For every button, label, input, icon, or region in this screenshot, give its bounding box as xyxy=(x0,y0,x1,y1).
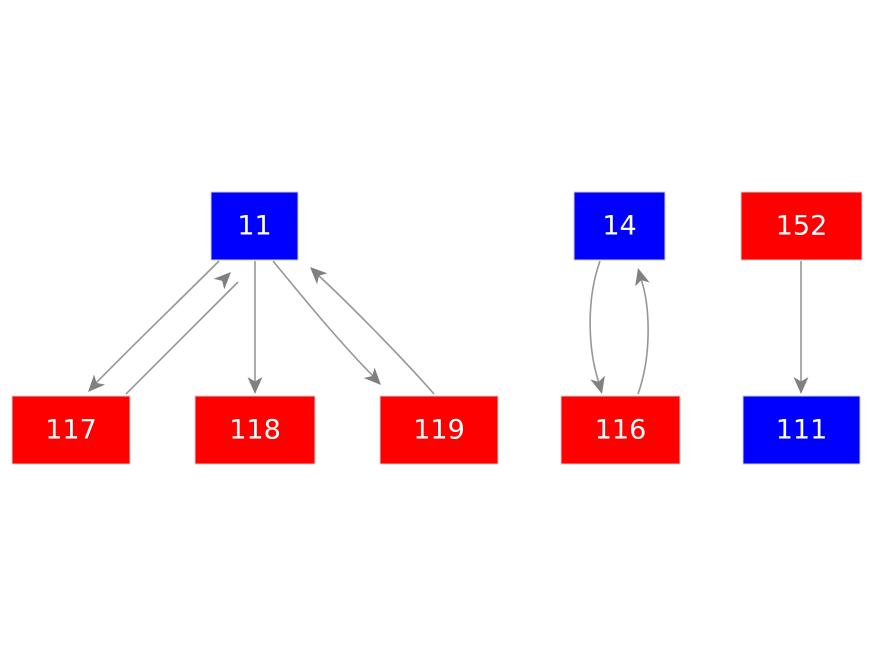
arrowhead-icon xyxy=(213,272,231,290)
node-box[interactable] xyxy=(573,191,666,261)
arrowhead-icon xyxy=(88,374,106,392)
edge-152-to-111 xyxy=(793,261,809,394)
arrowhead-icon xyxy=(247,377,263,394)
arrowhead-icon xyxy=(793,377,809,394)
edge-line xyxy=(589,260,601,384)
edge-line xyxy=(125,281,239,395)
edge-11-to-118 xyxy=(247,261,263,394)
edge-14-to-116 xyxy=(589,260,605,394)
node-box[interactable] xyxy=(11,395,131,465)
node-box[interactable] xyxy=(560,395,681,465)
edge-119-to-11 xyxy=(310,267,435,395)
edge-line xyxy=(93,260,220,386)
node-layer: 11 117 118 119 14 116 152 111 xyxy=(11,191,863,465)
node-152[interactable]: 152 xyxy=(740,191,863,261)
node-116[interactable]: 116 xyxy=(560,395,681,465)
edge-116-to-14 xyxy=(635,268,650,395)
arrowhead-icon xyxy=(635,268,650,287)
node-box[interactable] xyxy=(210,191,299,261)
node-box[interactable] xyxy=(740,191,863,261)
node-117[interactable]: 117 xyxy=(11,395,131,465)
node-box[interactable] xyxy=(379,395,499,465)
arrowhead-icon xyxy=(363,367,381,385)
node-box[interactable] xyxy=(194,395,316,465)
edge-line xyxy=(317,274,435,395)
edge-117-to-11 xyxy=(125,272,239,395)
node-14[interactable]: 14 xyxy=(573,191,666,261)
node-11[interactable]: 11 xyxy=(210,191,299,261)
node-118[interactable]: 118 xyxy=(194,395,316,465)
node-box[interactable] xyxy=(742,395,861,465)
edge-line xyxy=(637,278,649,395)
node-119[interactable]: 119 xyxy=(379,395,499,465)
edge-11-to-117 xyxy=(88,260,220,392)
edge-layer xyxy=(88,260,809,395)
arrowhead-icon xyxy=(590,375,605,394)
edge-11-to-119 xyxy=(272,260,381,385)
arrowhead-icon xyxy=(310,267,328,285)
edge-line xyxy=(272,260,376,379)
node-111[interactable]: 111 xyxy=(742,395,861,465)
